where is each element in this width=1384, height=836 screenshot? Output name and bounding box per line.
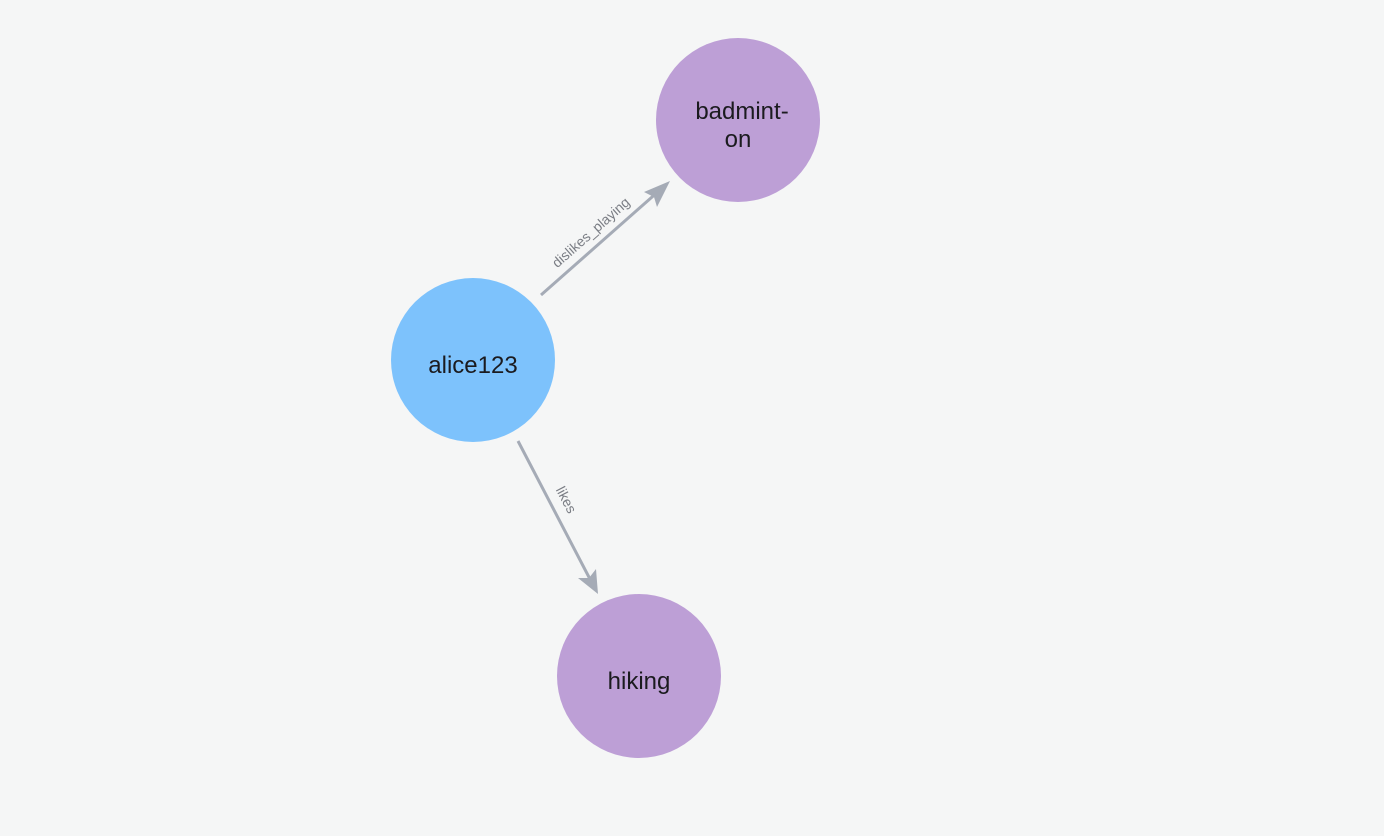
node-circle xyxy=(656,38,820,202)
node-label: hiking xyxy=(608,668,671,695)
node-circle xyxy=(391,278,555,442)
node-label: alice123 xyxy=(428,352,517,379)
node-label-line-1: badmint- xyxy=(695,98,788,125)
edge-label: dislikes_playing xyxy=(549,194,633,271)
node-badminton[interactable]: badmint- on xyxy=(656,38,820,202)
edge-label: likes xyxy=(553,484,580,516)
edge-dislikes-playing[interactable]: dislikes_playing xyxy=(540,181,670,297)
arrowhead-icon xyxy=(578,569,598,594)
edge-likes[interactable]: likes xyxy=(516,440,598,594)
node-hiking[interactable]: hiking xyxy=(557,594,721,758)
edge-line xyxy=(540,188,661,297)
node-label-line-2: on xyxy=(725,126,752,153)
edge-line xyxy=(516,440,594,584)
arrowhead-icon xyxy=(644,181,670,207)
node-circle xyxy=(557,594,721,758)
node-alice123[interactable]: alice123 xyxy=(391,278,555,442)
